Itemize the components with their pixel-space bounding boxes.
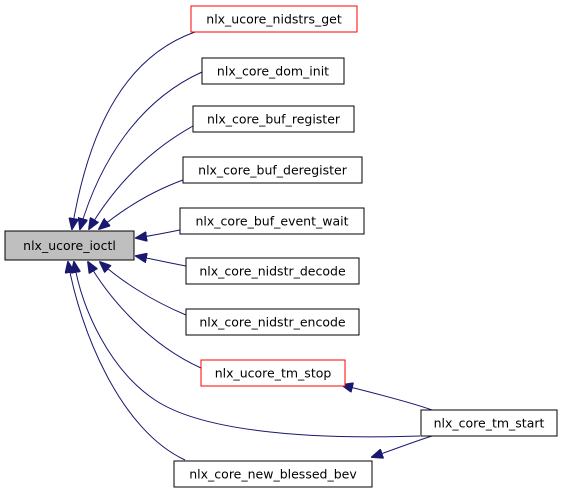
node-box (182, 156, 363, 184)
node-label: nlx_ucore_tm_stop (215, 366, 332, 381)
node-box (185, 308, 360, 336)
edge-dom-init-to-ioctl (80, 71, 203, 229)
edge-buf-register-to-ioctl (89, 125, 194, 229)
edge-tm-start-to-tm-stop (342, 385, 433, 411)
node-nlx-core-new-blessed-bev[interactable]: nlx_core_new_blessed_bev (173, 460, 373, 488)
node-nlx-core-nidstr-encode[interactable]: nlx_core_nidstr_encode (185, 308, 360, 336)
edge-tm-stop-to-ioctl (88, 262, 202, 369)
node-nlx-core-dom-init[interactable]: nlx_core_dom_init (201, 57, 345, 85)
node-label: nlx_core_nidstr_encode (199, 315, 346, 330)
node-box (185, 257, 360, 285)
node-nlx-ucore-ioctl[interactable]: nlx_ucore_ioctl (4, 230, 135, 261)
edges-layer (68, 31, 433, 461)
node-label: nlx_ucore_nidstrs_get (206, 12, 342, 27)
node-label: nlx_core_buf_register (207, 112, 341, 127)
edge-nidstr-encode-to-ioctl (100, 262, 187, 316)
node-nlx-core-nidstr-decode[interactable]: nlx_core_nidstr_decode (185, 257, 360, 285)
node-nlx-core-buf-deregister[interactable]: nlx_core_buf_deregister (182, 156, 363, 184)
edge-tm-start-to-ioctl (74, 262, 421, 438)
node-nlx-ucore-tm-stop[interactable]: nlx_ucore_tm_stop (200, 359, 346, 387)
node-box (420, 409, 558, 437)
node-nlx-core-buf-register[interactable]: nlx_core_buf_register (192, 105, 355, 133)
edge-tm-start-to-new-blessed-bev (372, 435, 433, 457)
edge-nidstrs-get-to-ioctl (72, 31, 196, 229)
node-label: nlx_core_buf_event_wait (196, 214, 349, 229)
node-box (200, 359, 346, 387)
edge-nidstr-decode-to-ioctl (136, 256, 187, 267)
node-label: nlx_core_dom_init (217, 64, 329, 79)
node-nlx-core-tm-start[interactable]: nlx_core_tm_start (420, 409, 558, 437)
node-box (192, 105, 355, 133)
edge-buf-event-wait-to-ioctl (136, 229, 181, 238)
edge-new-blessed-bev-to-ioctl (68, 262, 186, 461)
node-box (190, 5, 358, 33)
edge-buf-deregister-to-ioctl (99, 179, 184, 229)
node-box (4, 230, 135, 261)
node-nlx-core-buf-event-wait[interactable]: nlx_core_buf_event_wait (179, 207, 365, 235)
node-nlx-ucore-nidstrs-get[interactable]: nlx_ucore_nidstrs_get (190, 5, 358, 33)
node-box (201, 57, 345, 85)
node-label: nlx_core_tm_start (434, 416, 545, 431)
node-box (173, 460, 373, 488)
node-label: nlx_core_nidstr_decode (199, 264, 346, 279)
node-label: nlx_core_buf_deregister (198, 163, 348, 178)
node-label: nlx_core_new_blessed_bev (189, 467, 357, 482)
node-label: nlx_ucore_ioctl (23, 238, 116, 253)
node-box (179, 207, 365, 235)
nodes-layer: nlx_ucore_ioctl nlx_ucore_nidstrs_get nl… (4, 5, 558, 488)
